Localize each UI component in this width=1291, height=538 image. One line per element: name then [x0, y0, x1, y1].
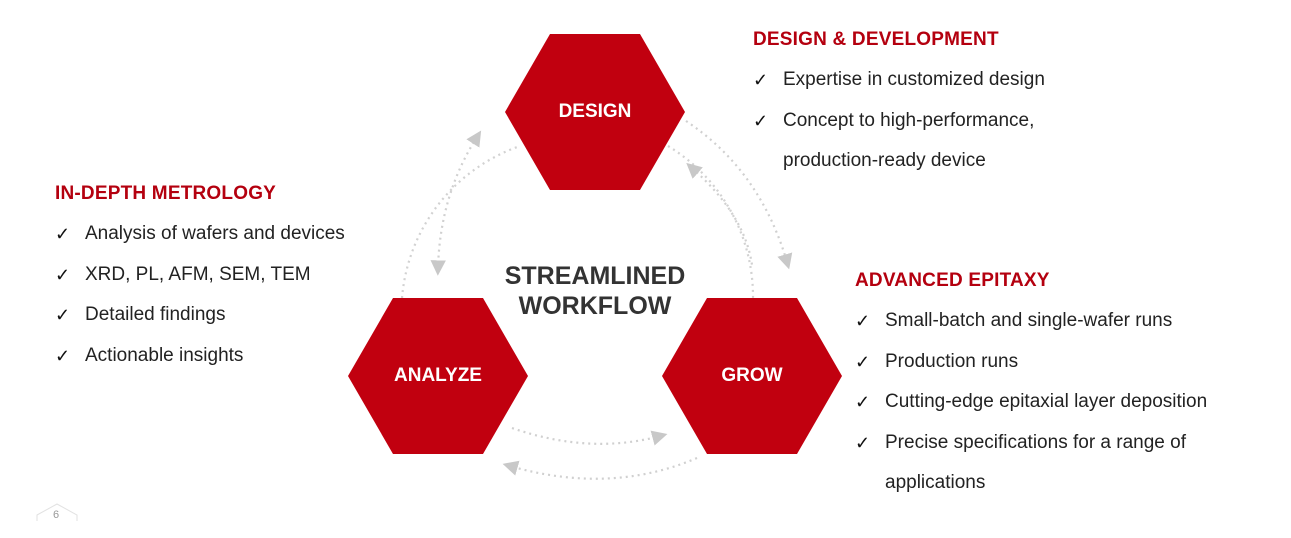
check-icon: ✓ [855, 311, 871, 331]
list-item-text: Production runs [885, 350, 1019, 372]
node-analyze-label: ANALYZE [394, 365, 482, 386]
check-icon: ✓ [753, 110, 769, 131]
list-item-text: production-ready device [783, 150, 986, 171]
list-item-text: Concept to high-performance, [783, 109, 1035, 131]
hex-design [505, 34, 685, 190]
list-item: applications [855, 463, 1207, 504]
list-item: ✓ Expertise in customized design [753, 60, 1045, 101]
metrology-heading: IN-DEPTH METROLOGY [55, 183, 277, 204]
design-development-heading: DESIGN & DEVELOPMENT [753, 29, 999, 50]
list-item-text: Small-batch and single-wafer runs [885, 310, 1173, 331]
list-item: ✓ Small-batch and single-wafer runs [855, 301, 1207, 342]
page-number: 6 [52, 509, 60, 521]
hex-grow [662, 298, 842, 454]
list-item-text: Precise specifications for a range of [885, 431, 1186, 453]
list-item-text: Expertise in customized design [783, 69, 1045, 90]
hex-analyze [348, 298, 528, 454]
design-development-list: ✓ Expertise in customized design ✓ Concept… [753, 60, 1045, 182]
list-item: ✓ Analysis of wafers and devices [55, 214, 345, 255]
arrow-design-grow-inner [686, 162, 754, 266]
epitaxy-heading: ADVANCED EPITAXY [855, 270, 1050, 291]
check-icon: ✓ [55, 345, 71, 366]
list-item: ✓ Actionable insights [55, 336, 345, 377]
list-item-text: Analysis of wafers and devices [85, 223, 345, 244]
list-item: ✓ Concept to high-performance, [753, 101, 1045, 142]
node-design-label: DESIGN [558, 101, 632, 122]
list-item: ✓ Cutting-edge epitaxial layer deposition [855, 382, 1207, 423]
center-title-line2: WORKFLOW [518, 292, 672, 320]
check-icon: ✓ [855, 392, 871, 412]
list-item-text: Actionable insights [85, 344, 244, 366]
list-item-text: applications [885, 472, 986, 493]
list-item-text: XRD, PL, AFM, SEM, TEM [85, 263, 311, 285]
list-item: production-ready device [753, 141, 1045, 182]
arrow-analyze-grow-bottom [502, 456, 698, 480]
check-icon: ✓ [753, 70, 769, 90]
epitaxy-list: ✓ Small-batch and single-wafer runs ✓ Prod… [855, 301, 1207, 504]
center-title: STREAMLINED WORKFLOW [470, 261, 720, 321]
list-item: ✓ Detailed findings [55, 295, 345, 336]
list-item: ✓ XRD, PL, AFM, SEM, TEM [55, 255, 345, 296]
list-item: ✓ Production runs [855, 342, 1207, 383]
check-icon: ✓ [855, 432, 871, 453]
check-icon: ✓ [55, 264, 71, 285]
metrology-list: ✓ Analysis of wafers and devices ✓ XRD, PL… [55, 214, 345, 376]
page-number-hex [36, 503, 78, 521]
epitaxy-block: ADVANCED EPITAXY ✓ Small-batch and single… [855, 270, 1207, 504]
arrow-design-analyze [430, 130, 482, 276]
node-grow-label: GROW [721, 365, 783, 386]
list-item: ✓ Precise specifications for a range of [855, 423, 1207, 464]
metrology-block: IN-DEPTH METROLOGY ✓ Analysis of wafers a… [55, 183, 345, 376]
list-item-text: Cutting-edge epitaxial layer deposition [885, 391, 1208, 412]
check-icon: ✓ [855, 351, 871, 372]
center-title-line1: STREAMLINED [504, 262, 686, 290]
workflow-diagram [36, 34, 842, 521]
check-icon: ✓ [55, 305, 71, 325]
cycle-arc-right [667, 145, 755, 299]
list-item-text: Detailed findings [85, 304, 226, 325]
check-icon: ✓ [55, 224, 71, 244]
arrow-analyze-grow-top [511, 426, 668, 446]
design-development-block: DESIGN & DEVELOPMENT ✓ Expertise in custo… [753, 29, 1045, 182]
